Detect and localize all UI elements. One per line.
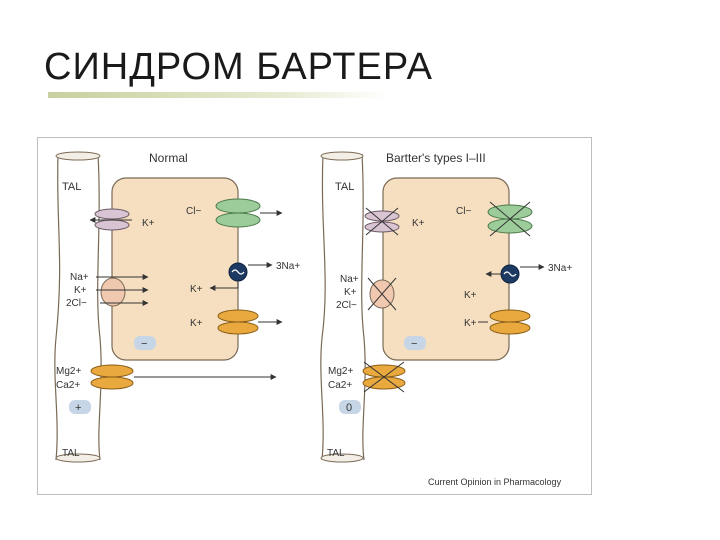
epithelial-cell-bartter xyxy=(383,178,509,360)
cl-label-bartter: Cl− xyxy=(456,206,471,217)
pump-na-label-normal: 3Na+ xyxy=(276,261,300,272)
tubule-top-normal xyxy=(56,152,100,160)
k-channel-label-normal: K+ xyxy=(190,318,203,329)
romk-k-label-normal: K+ xyxy=(142,218,155,229)
cl-label-normal: Cl− xyxy=(186,206,201,217)
tal-label-top-bartter: TAL xyxy=(335,181,354,193)
bartter-figure: Normal TAL TAL K+ Cl− Na+ K+ 2Cl− xyxy=(37,137,592,495)
slide-title: СИНДРОМ БАРТЕРА xyxy=(44,46,433,89)
nkcc-k-label-normal: K+ xyxy=(74,285,87,296)
nkcc2-normal xyxy=(101,278,125,306)
tal-label-bottom-normal: TAL xyxy=(62,448,80,459)
title-underline xyxy=(48,92,388,98)
lumen-charge-normal: + xyxy=(75,402,81,414)
figure-credit: Current Opinion in Pharmacology xyxy=(428,477,562,487)
tubule-top-bartter xyxy=(321,152,363,160)
lumen-charge-bartter: 0 xyxy=(346,402,352,414)
mg-label-normal: Mg2+ xyxy=(56,366,81,377)
pump-na-label-bartter: 3Na+ xyxy=(548,263,572,274)
romk-k-label-bartter: K+ xyxy=(412,218,425,229)
panel-heading-normal: Normal xyxy=(149,151,188,165)
tal-label-bottom-bartter: TAL xyxy=(327,448,345,459)
nkcc-cl-label-bartter: 2Cl− xyxy=(336,300,357,311)
tal-label-top-normal: TAL xyxy=(62,181,81,193)
paracellular-channel-normal xyxy=(91,365,133,389)
k-channel-label-bartter: K+ xyxy=(464,318,477,329)
ca-label-normal: Ca2+ xyxy=(56,380,80,391)
ca-label-bartter: Ca2+ xyxy=(328,380,352,391)
cell-charge-bartter: − xyxy=(411,338,417,350)
nkcc-na-label-normal: Na+ xyxy=(70,272,89,283)
mg-label-bartter: Mg2+ xyxy=(328,366,353,377)
pump-k-label-bartter: K+ xyxy=(464,290,477,301)
paracellular-channel-bartter xyxy=(363,362,405,392)
nkcc-k-label-bartter: K+ xyxy=(344,287,357,298)
panel-heading-bartter: Bartter's types I–III xyxy=(386,151,486,165)
panel-bartter: Bartter's types I–III TAL TAL K+ Cl− xyxy=(321,151,572,462)
nkcc-na-label-bartter: Na+ xyxy=(340,274,359,285)
nkcc2-bartter xyxy=(368,278,396,310)
nkcc-cl-label-normal: 2Cl− xyxy=(66,298,87,309)
figure-canvas: Normal TAL TAL K+ Cl− Na+ K+ 2Cl− xyxy=(38,138,591,494)
panel-normal: Normal TAL TAL K+ Cl− Na+ K+ 2Cl− xyxy=(55,151,300,462)
cell-charge-normal: − xyxy=(141,338,147,350)
pump-k-label-normal: K+ xyxy=(190,284,203,295)
